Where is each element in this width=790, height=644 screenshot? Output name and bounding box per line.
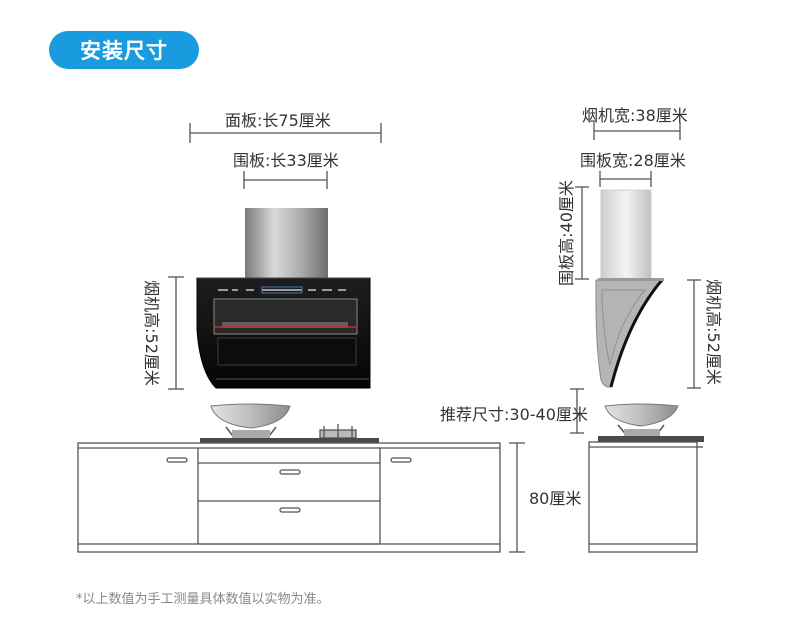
- side-stove: [598, 403, 704, 442]
- front-stove: [200, 403, 379, 443]
- skirt-height-label: 围板高:40厘米: [556, 180, 576, 286]
- footnote: *以上数值为手工测量具体数值以实物为准。: [76, 592, 330, 607]
- section-title: 安装尺寸: [49, 31, 199, 69]
- front-range-hood: [196, 208, 371, 389]
- recommended-gap-dimension: [570, 388, 584, 434]
- skirt-length-dimension: [243, 171, 328, 189]
- hood-width-dimension: [593, 122, 681, 140]
- skirt-length-label: 围板:长33厘米: [233, 151, 339, 170]
- cabinet-height-dimension: [509, 442, 525, 553]
- skirt-height-dimension: [575, 186, 589, 280]
- side-cabinet: [588, 441, 703, 553]
- hood-width-label: 烟机宽:38厘米: [582, 106, 688, 125]
- hood-height-side-label: 烟机高:52厘米: [703, 279, 723, 385]
- front-cabinet: [77, 442, 501, 553]
- skirt-width-label: 围板宽:28厘米: [580, 151, 686, 170]
- skirt-width-dimension: [599, 171, 652, 187]
- hood-height-side-dimension: [687, 279, 701, 389]
- recommended-gap-label: 推荐尺寸:30-40厘米: [440, 405, 588, 424]
- cabinet-height-label: 80厘米: [529, 489, 582, 508]
- side-range-hood: [595, 189, 664, 388]
- hood-height-front-dimension: [168, 276, 184, 390]
- hood-height-front-label: 烟机高:52厘米: [141, 280, 161, 386]
- panel-length-label: 面板:长75厘米: [225, 111, 331, 130]
- panel-length-dimension: [189, 123, 382, 143]
